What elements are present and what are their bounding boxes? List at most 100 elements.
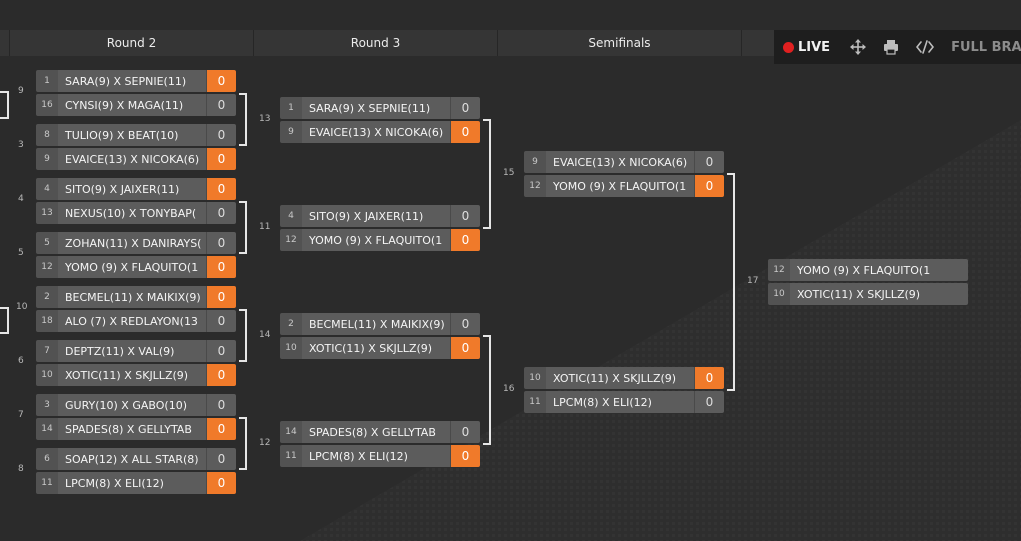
team-name: YOMO (9) X FLAQUITO(1 xyxy=(790,259,968,281)
team-name: EVAICE(13) X NICOKA(6) xyxy=(546,151,694,173)
team-name: SITO(9) X JAIXER(11) xyxy=(58,178,206,200)
team-name: ZOHAN(11) X DANIRAYS( xyxy=(58,232,206,254)
team-name: LPCM(8) X ELI(12) xyxy=(302,445,450,467)
team-name: TULIO(9) X BEAT(10) xyxy=(58,124,206,146)
round-header-round-2[interactable]: Round 2 xyxy=(10,30,254,56)
team-seed: 14 xyxy=(36,418,58,440)
team-name: BECMEL(11) X MAIKIX(9) xyxy=(58,286,206,308)
team-seed: 12 xyxy=(768,259,790,281)
code-icon[interactable] xyxy=(916,39,935,55)
team-score-winner: 0 xyxy=(206,256,236,278)
full-bracket-button[interactable]: FULL BRAC xyxy=(951,39,1021,55)
team-name: XOTIC(11) X SKJLLZ(9) xyxy=(790,283,968,305)
team-name: NEXUS(10) X TONYBAP( xyxy=(58,202,206,224)
team-score: 0 xyxy=(450,205,480,227)
team-seed: 11 xyxy=(280,445,302,467)
round-header-label: Round 3 xyxy=(350,36,401,50)
team-score-winner: 0 xyxy=(694,367,724,389)
team-name: XOTIC(11) X SKJLLZ(9) xyxy=(58,364,206,386)
team-score-winner: 0 xyxy=(206,472,236,494)
team-seed: 13 xyxy=(36,202,58,224)
team-seed: 10 xyxy=(768,283,790,305)
team-seed: 2 xyxy=(280,313,302,335)
team-seed: 1 xyxy=(36,70,58,92)
live-button[interactable]: LIVE xyxy=(783,40,830,55)
team-name: CYNSI(9) X MAGA(11) xyxy=(58,94,206,116)
team-name: LPCM(8) X ELI(12) xyxy=(546,391,694,413)
team-seed: 9 xyxy=(36,148,58,170)
team-name: YOMO (9) X FLAQUITO(1 xyxy=(302,229,450,251)
team-score: 0 xyxy=(206,124,236,146)
game-number: 17 xyxy=(747,276,759,286)
round-header-semifinals[interactable]: Semifinals xyxy=(498,30,742,56)
team-score: 0 xyxy=(206,232,236,254)
game-number: 12 xyxy=(259,438,271,448)
team-seed: 11 xyxy=(524,391,546,413)
game-number: 9 xyxy=(18,86,24,96)
round-header-round-3[interactable]: Round 3 xyxy=(254,30,498,56)
team-name: GURY(10) X GABO(10) xyxy=(58,394,206,416)
team-name: XOTIC(11) X SKJLLZ(9) xyxy=(302,337,450,359)
move-icon[interactable] xyxy=(850,39,867,55)
team-score-winner: 0 xyxy=(206,364,236,386)
team-name: SPADES(8) X GELLYTAB xyxy=(58,418,206,440)
top-bar xyxy=(0,0,1021,30)
team-name: YOMO (9) X FLAQUITO(1 xyxy=(546,175,694,197)
team-name: LPCM(8) X ELI(12) xyxy=(58,472,206,494)
team-seed: 9 xyxy=(524,151,546,173)
game-number: 5 xyxy=(18,248,24,258)
game-number: 11 xyxy=(259,222,271,232)
team-seed: 12 xyxy=(36,256,58,278)
round-header-label: Round 2 xyxy=(106,36,157,50)
team-score: 0 xyxy=(694,151,724,173)
game-number: 3 xyxy=(18,140,24,150)
print-icon[interactable] xyxy=(883,39,899,55)
